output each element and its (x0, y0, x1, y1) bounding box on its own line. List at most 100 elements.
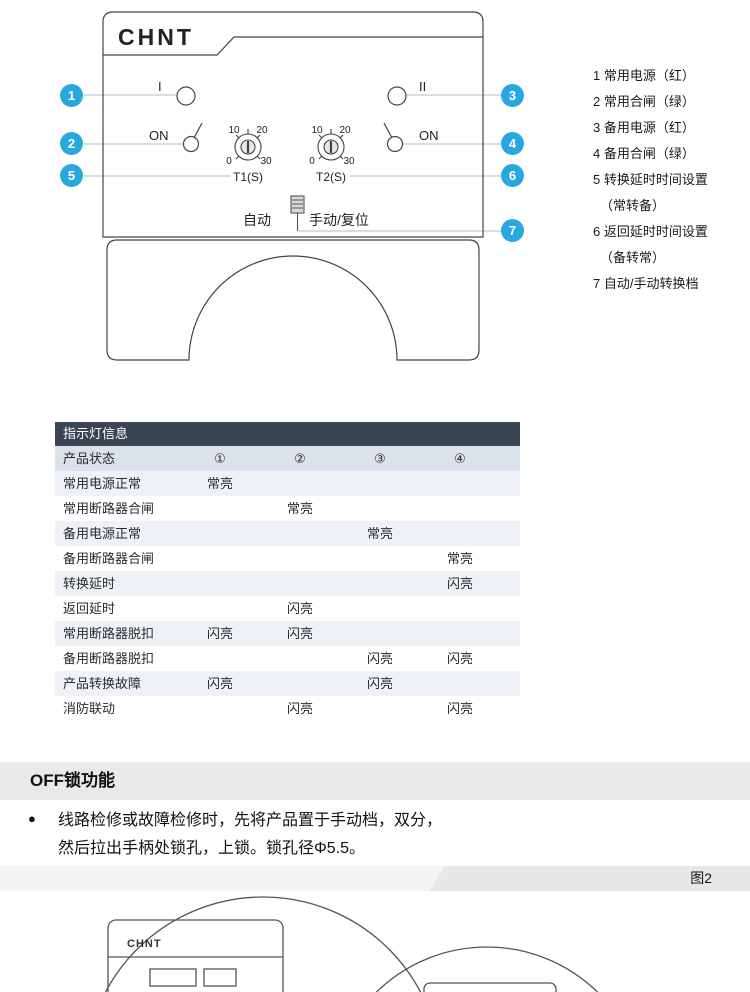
dial1-tick-20: 20 (256, 125, 268, 136)
dial-t1 (234, 129, 262, 161)
figure2-label: 图2 (690, 870, 712, 886)
off-lock-title: OFF锁功能 (30, 771, 115, 790)
magnifier-circle-right (375, 946, 599, 992)
zoom-detail-outline (423, 982, 557, 992)
cell (340, 696, 420, 721)
lamp-backup-power (387, 86, 407, 106)
legend-line: 7 自动/手动转换档 (593, 276, 699, 291)
cell (420, 671, 500, 696)
table-row: 常用断路器合闸 常亮 (55, 496, 520, 521)
cell: 闪亮 (366, 676, 393, 691)
cell (260, 571, 340, 596)
legend-line: 3 备用电源（红） (593, 120, 695, 135)
col-header: ③ (374, 451, 386, 466)
cell (180, 521, 260, 546)
callout-1-badge: 1 (60, 84, 83, 107)
cell (420, 621, 500, 646)
callout-2-badge: 2 (60, 132, 83, 155)
table-row: 常用电源正常 常亮 (55, 471, 520, 496)
callout-6-badge: 6 (501, 164, 524, 187)
lamp-main-on (182, 135, 200, 153)
callout-5-badge: 5 (60, 164, 83, 187)
lamp-backup-on (386, 135, 404, 153)
panel-top-strip (103, 36, 483, 56)
row-label: 备用断路器脱扣 (63, 651, 155, 666)
cell (340, 471, 420, 496)
bullet-icon: ● (28, 811, 36, 826)
cell: 常亮 (206, 476, 233, 491)
cell (180, 546, 260, 571)
table-header-row: 产品状态 ① ② ③ ④ (55, 446, 520, 471)
lamp-main-on-lever (193, 122, 203, 139)
callout-4-badge: 4 (501, 132, 524, 155)
cell (180, 696, 260, 721)
legend-line: 2 常用合闸（绿） (593, 94, 695, 109)
cell (180, 646, 260, 671)
cell: 闪亮 (286, 626, 313, 641)
cell (420, 471, 500, 496)
legend-line: 4 备用合闸（绿） (593, 146, 695, 161)
dial2-caption: T2(S) (316, 170, 346, 184)
cell (340, 496, 420, 521)
legend: 1 常用电源（红） 2 常用合闸（绿） 3 备用电源（红） 4 备用合闸（绿） … (593, 63, 708, 297)
col-header: ④ (454, 451, 466, 466)
dial-t2 (317, 129, 345, 161)
table-row: 产品转换故障 闪亮 闪亮 (55, 671, 520, 696)
cell (420, 521, 500, 546)
cell: 闪亮 (286, 701, 313, 716)
callout-7-badge: 7 (501, 219, 524, 242)
row-label: 返回延时 (63, 601, 116, 616)
panel-diagram: CHNT I II ON ON 10 20 0 30 T1(S) 10 20 0… (84, 11, 502, 361)
cell (340, 546, 420, 571)
figure2-illustration: CHNT (104, 896, 599, 992)
table-row: 消防联动 闪亮 闪亮 (55, 696, 520, 721)
cell (260, 521, 340, 546)
switch-manual-label: 手动/复位 (309, 212, 369, 228)
figure2-band: 图2 (0, 866, 750, 891)
cell: 闪亮 (286, 601, 313, 616)
cell: 闪亮 (206, 676, 233, 691)
cell: 闪亮 (446, 651, 473, 666)
row-label: 常用断路器合闸 (63, 501, 155, 516)
magnifier-circle-left (104, 896, 422, 992)
cell (180, 571, 260, 596)
row-label: 备用断路器合闸 (63, 551, 155, 566)
lamp2-label: II (419, 79, 426, 94)
cell (260, 646, 340, 671)
dial1-tick-30: 30 (260, 156, 272, 167)
legend-line: （备转常） (600, 250, 666, 265)
table-row: 备用电源正常 常亮 (55, 521, 520, 546)
off-lock-header-band: OFF锁功能 (0, 762, 750, 800)
dial1-caption: T1(S) (233, 170, 263, 184)
table-row: 备用断路器合闸 常亮 (55, 546, 520, 571)
lamp-backup-on-lever (383, 122, 393, 139)
col-header: ② (294, 451, 306, 466)
dial1-tick-10: 10 (228, 125, 240, 136)
cell: 常亮 (366, 526, 393, 541)
legend-line: 5 转换延时时间设置 (593, 172, 708, 187)
table-row: 返回延时 闪亮 (55, 596, 520, 621)
cell (340, 571, 420, 596)
row-label: 消防联动 (63, 701, 116, 716)
device-outline (107, 919, 284, 992)
brand-logo: CHNT (118, 24, 194, 50)
dial2-tick-30: 30 (343, 156, 355, 167)
callout-leader-lines (84, 94, 502, 232)
lamp1-label: I (158, 79, 162, 94)
table-row: 备用断路器脱扣 闪亮 闪亮 (55, 646, 520, 671)
device-detail-box (203, 968, 237, 987)
cell (420, 496, 500, 521)
row-label: 转换延时 (63, 576, 116, 591)
cell: 常亮 (286, 501, 313, 516)
cell: 常亮 (446, 551, 473, 566)
cell (340, 596, 420, 621)
row-label: 备用电源正常 (63, 526, 142, 541)
dial2-tick-0: 0 (309, 156, 315, 167)
on-left-label: ON (149, 128, 169, 143)
cell (260, 671, 340, 696)
cell (340, 621, 420, 646)
row-label: 常用电源正常 (63, 476, 142, 491)
cell: 闪亮 (366, 651, 393, 666)
cell (260, 471, 340, 496)
